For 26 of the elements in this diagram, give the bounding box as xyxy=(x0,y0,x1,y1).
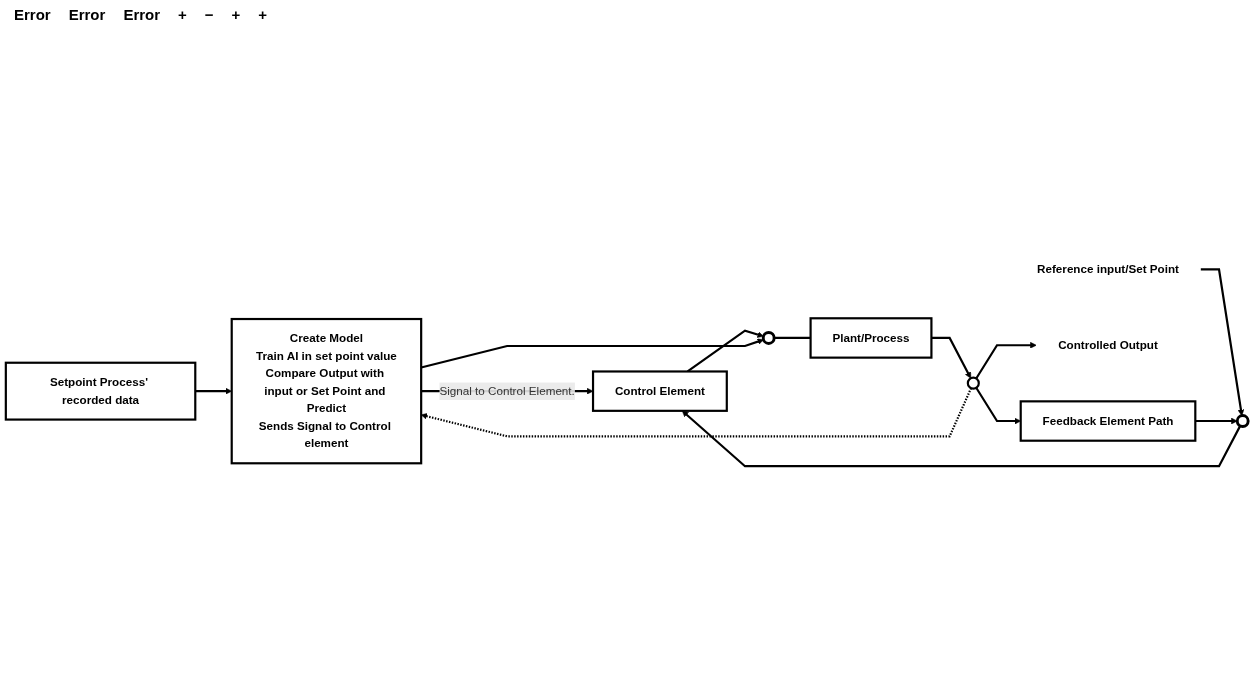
node-box: Setpoint Process' recorded data xyxy=(4,361,197,421)
arrow xyxy=(931,336,972,379)
node-circle xyxy=(761,331,776,345)
diagram-label: − xyxy=(204,6,214,23)
arrow xyxy=(1200,268,1245,416)
node-box: Feedback Element Path xyxy=(1019,400,1197,442)
arrow xyxy=(195,387,232,395)
arrow xyxy=(1195,417,1238,425)
node-circle xyxy=(966,376,980,390)
node-box: Plant/Process xyxy=(809,317,933,359)
diagram-label: Error xyxy=(68,6,106,23)
node-text: Controlled Output xyxy=(1058,338,1158,352)
node-text: Reference input/Set Point xyxy=(1037,262,1179,276)
node-box: Control Element xyxy=(591,370,728,412)
diagram-label: + xyxy=(231,6,241,23)
node-box: Create Model Train AI in set point value Compare Output with input or Set Point and Predict Sends Signal to Control element xyxy=(230,317,423,465)
arrow xyxy=(975,342,1037,380)
diagram-label: + xyxy=(258,6,268,23)
diagram-label: Error xyxy=(123,6,161,23)
node-circle xyxy=(1235,414,1250,428)
arrow xyxy=(681,410,1242,468)
arrow xyxy=(975,387,1021,425)
edge-label: Signal to Control Element. xyxy=(439,384,575,397)
diagram-label: + xyxy=(178,6,187,23)
diagram-label: Error xyxy=(14,6,51,23)
connector xyxy=(774,336,811,340)
